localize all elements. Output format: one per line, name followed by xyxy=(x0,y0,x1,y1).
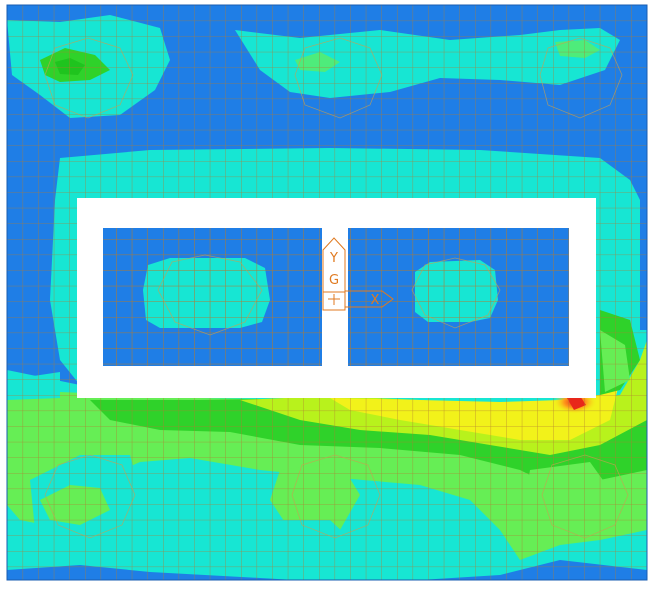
pile-outlines xyxy=(44,37,629,539)
frame-beam xyxy=(77,198,596,398)
axis-label-x: X xyxy=(371,293,380,308)
plate-border xyxy=(6,4,648,581)
axis-label-g: G xyxy=(329,273,339,288)
origin-axis-icon xyxy=(322,237,394,311)
axis-label-y: Y xyxy=(329,251,338,266)
